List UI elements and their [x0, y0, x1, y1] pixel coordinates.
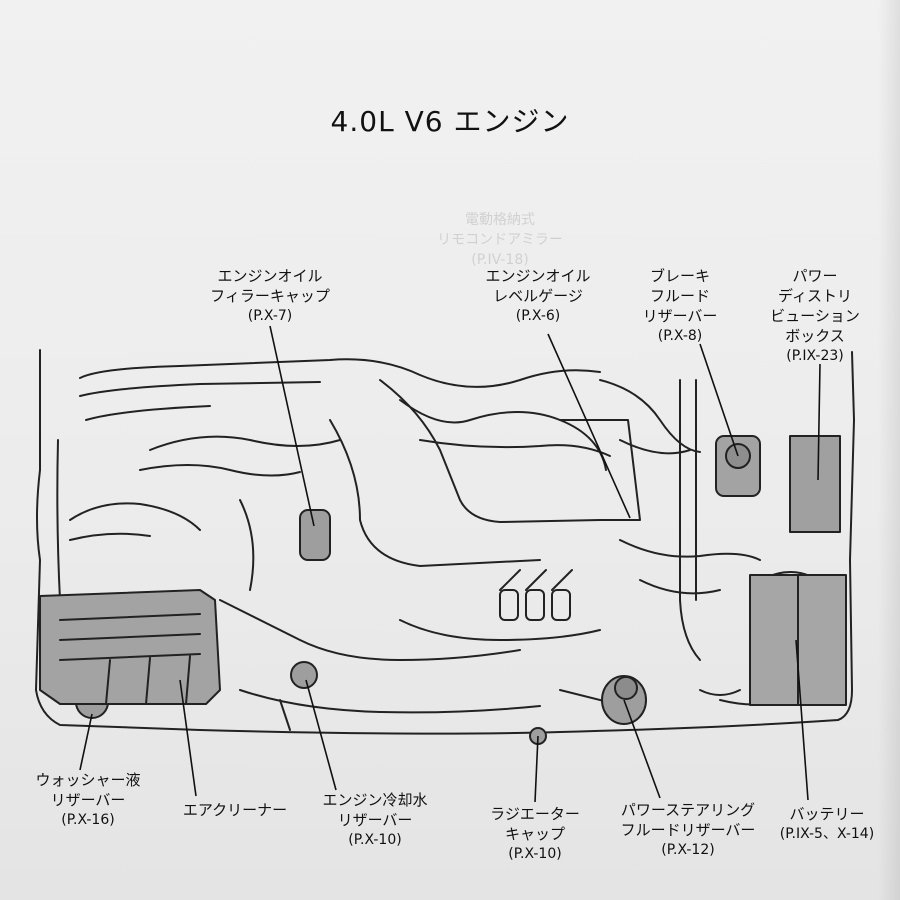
- hose: [679, 379, 701, 661]
- label-line: ボックス: [785, 327, 845, 345]
- page-reference: (P.IX-23): [786, 348, 844, 364]
- label-line: ディストリ: [778, 287, 852, 305]
- label-line: バッテリー: [789, 805, 865, 823]
- intake-manifold: [399, 399, 607, 471]
- hose: [85, 405, 211, 421]
- coil-wires: [499, 569, 573, 591]
- label-line: フィラーキャップ: [210, 287, 330, 305]
- label-power-dist: パワー ディストリ ビューション ボックス (P.IX-23): [750, 266, 880, 366]
- label-line: キャップ: [504, 825, 565, 843]
- label-line: パワー: [792, 267, 838, 285]
- hose: [79, 381, 321, 397]
- bleed-through-line: 電動格納式: [465, 212, 535, 228]
- bleed-through-text: 電動格納式 リモコンドアミラー (P.IV-18): [380, 210, 620, 270]
- intake-manifold: [419, 439, 611, 457]
- intake-manifold: [379, 379, 601, 523]
- label-line: ウォッシャー液: [35, 771, 141, 789]
- label-line: ブレーキ: [649, 267, 710, 285]
- label-battery: バッテリー (P.IX-5、X-14): [768, 804, 886, 844]
- lower-hoses: [279, 699, 291, 731]
- page-reference: (P.X-7): [247, 308, 293, 324]
- label-line: リザーバー: [642, 307, 718, 325]
- leader-ps-fluid: [623, 699, 661, 799]
- valve-cover: [329, 419, 541, 567]
- coil-pack: [525, 589, 545, 621]
- label-line: フルードリザーバー: [620, 821, 756, 839]
- lower-hoses: [699, 689, 741, 696]
- ps-reservoir-cap: [614, 676, 638, 700]
- coil-pack: [499, 589, 519, 621]
- hose: [149, 435, 341, 451]
- leader-radiator-cap: [534, 735, 539, 803]
- label-coolant: エンジン冷却水 リザーバー (P.X-10): [300, 790, 450, 850]
- lower-hoses: [219, 599, 521, 661]
- coolant-cap: [290, 661, 318, 689]
- leader-battery: [795, 639, 809, 801]
- label-brake-fluid: ブレーキ フルード リザーバー (P.X-8): [620, 266, 740, 346]
- page-reference: (P.X-8): [657, 328, 703, 344]
- engine-bay-inner-line: [56, 439, 61, 601]
- leader-oil-gauge: [547, 333, 631, 519]
- air-cleaner-fins: [59, 613, 201, 705]
- label-radiator-cap: ラジエーター キャップ (P.X-10): [470, 804, 600, 864]
- page-reference: (P.X-10): [348, 832, 402, 848]
- hose: [619, 539, 761, 561]
- leader-washer: [79, 713, 93, 771]
- hose: [69, 502, 201, 531]
- page-reference: (P.X-6): [515, 308, 561, 324]
- hose: [69, 532, 151, 541]
- label-line: レベルゲージ: [493, 287, 583, 305]
- label-oil-gauge: エンジンオイル レベルゲージ (P.X-6): [448, 266, 628, 326]
- leader-oil-filler: [269, 325, 315, 527]
- power-distribution-box: [789, 435, 841, 533]
- bleed-through-line: リモコンドアミラー: [437, 232, 563, 248]
- hose: [239, 499, 255, 591]
- bleed-through-line: (P.IV-18): [471, 252, 529, 268]
- label-oil-filler: エンジンオイル フィラーキャップ (P.X-7): [180, 266, 360, 326]
- label-line: エンジン冷却水: [322, 791, 428, 809]
- hose: [619, 439, 691, 455]
- intake-runners: [79, 358, 601, 388]
- hose: [139, 464, 301, 477]
- label-washer: ウォッシャー液 リザーバー (P.X-16): [18, 770, 158, 830]
- lower-hoses: [399, 619, 601, 641]
- label-line: フルード: [649, 287, 710, 305]
- label-line: エンジンオイル: [217, 267, 323, 285]
- page-title: 4.0L V6 エンジン: [330, 105, 570, 138]
- engine-bay-outline: [35, 349, 855, 735]
- label-line: リザーバー: [337, 811, 413, 829]
- hose: [599, 379, 701, 453]
- page-reference: (P.IX-5、X-14): [779, 826, 875, 842]
- label-line: ラジエーター: [490, 805, 580, 823]
- label-ps-fluid: パワーステアリング フルードリザーバー (P.X-12): [598, 800, 778, 860]
- leader-brake-fluid: [699, 343, 739, 457]
- label-line: リザーバー: [50, 791, 126, 809]
- label-line: パワーステアリング: [620, 801, 756, 819]
- label-line: ビューション: [770, 307, 860, 325]
- leader-coolant: [305, 679, 337, 791]
- label-line: エアクリーナー: [182, 801, 288, 819]
- coil-pack: [551, 589, 571, 621]
- oil-filler-cap: [299, 509, 331, 561]
- page-edge-shadow: [878, 0, 900, 900]
- air-cleaner-box: [39, 589, 221, 705]
- leader-air-cleaner: [179, 679, 197, 797]
- leader-power-dist: [817, 363, 821, 481]
- page-reference: (P.X-12): [661, 842, 715, 858]
- label-air-cleaner: エアクリーナー: [160, 800, 310, 820]
- lower-hoses: [239, 689, 541, 714]
- page-reference: (P.X-16): [61, 812, 115, 828]
- fuse-box-cover: [559, 419, 641, 521]
- page-reference: (P.X-10): [508, 846, 562, 862]
- label-line: エンジンオイル: [485, 267, 591, 285]
